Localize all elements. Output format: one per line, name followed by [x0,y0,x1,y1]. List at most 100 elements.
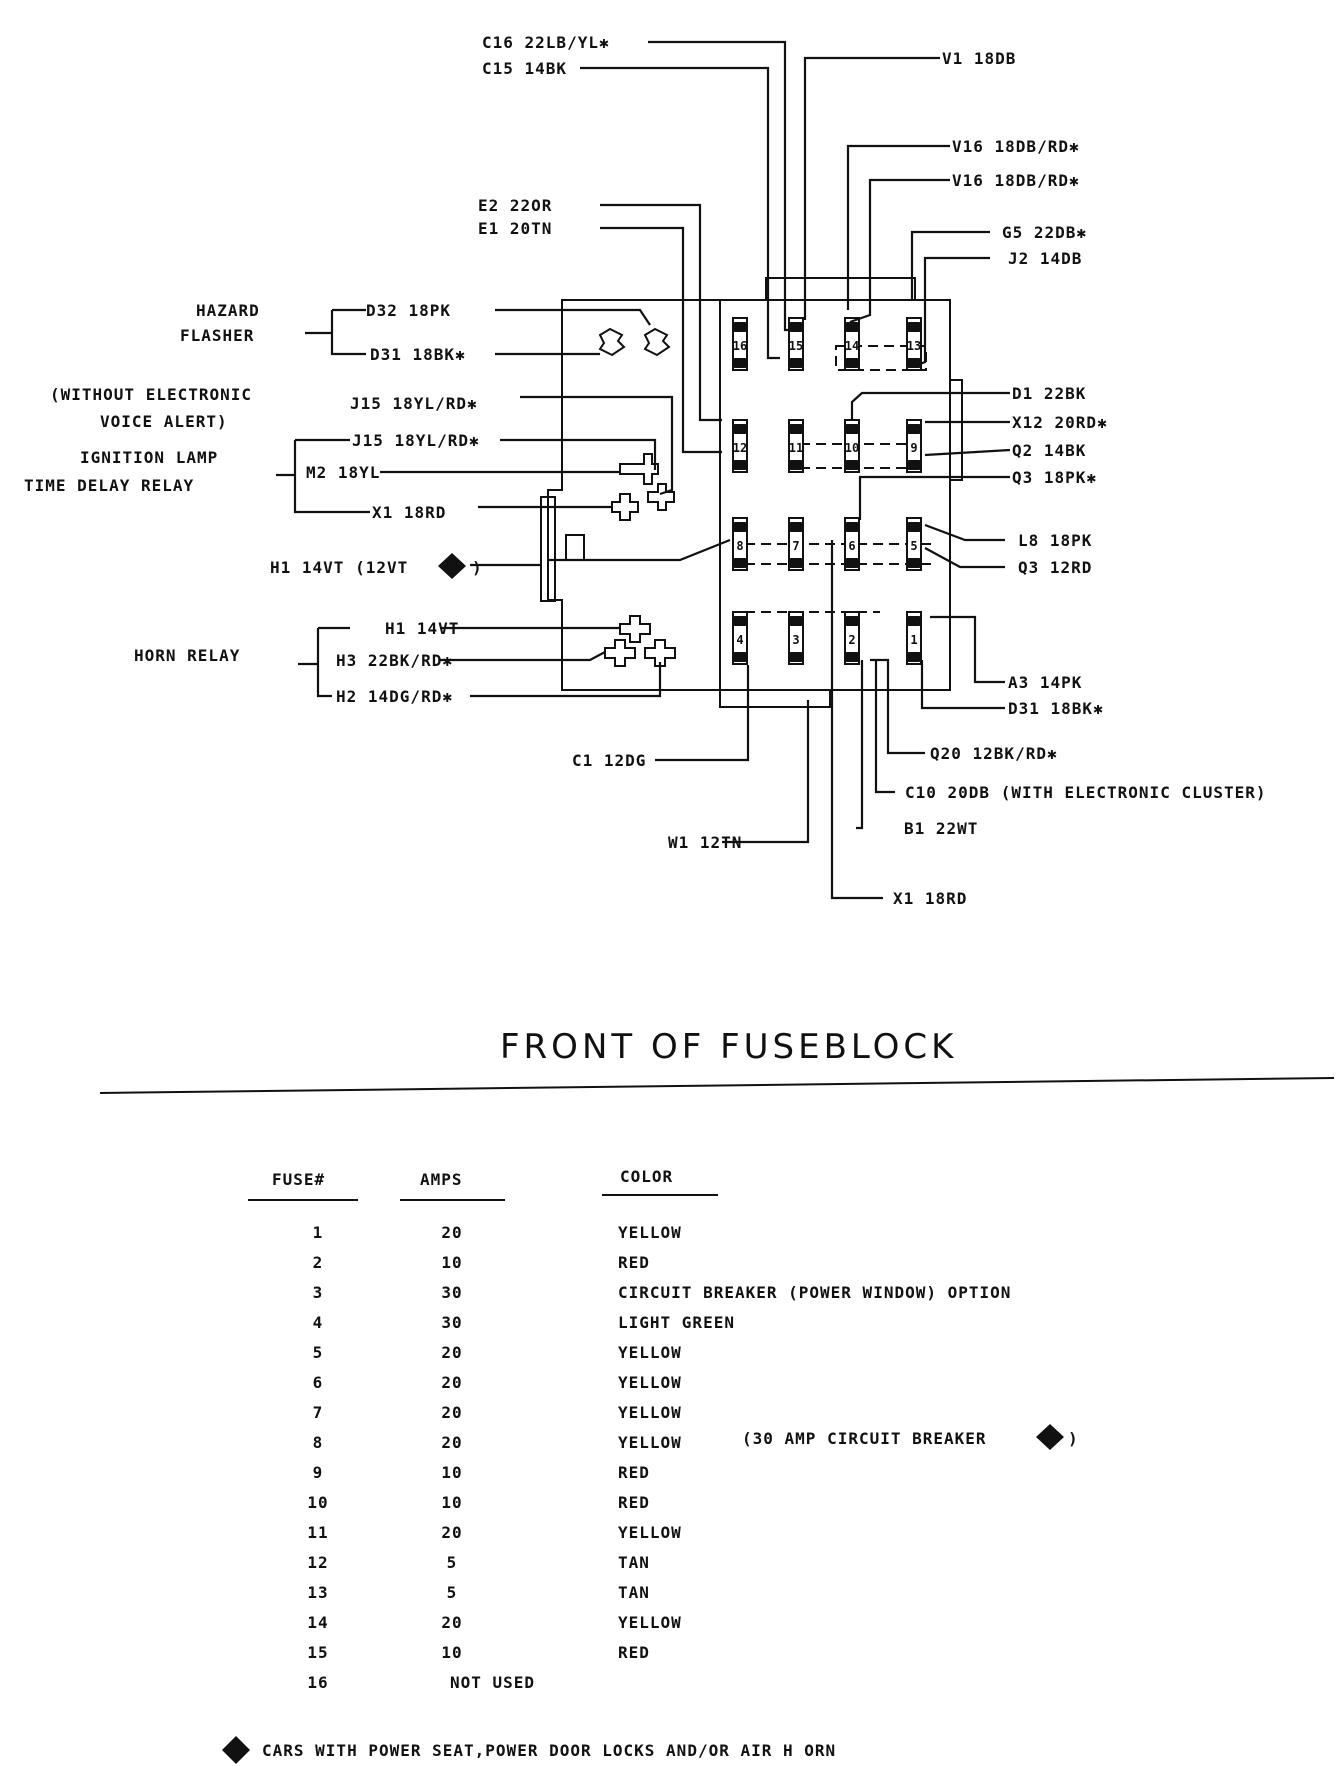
fuse-number: 2 [848,633,855,647]
fuse-terminal [844,558,860,568]
fuse-12: 12 [732,419,748,473]
fuse-terminal [732,522,748,532]
diamond-icon [222,1736,250,1764]
fuse-terminal [844,522,860,532]
cell-amps: 30 [441,1313,462,1332]
fuse-5: 5 [906,517,922,571]
fuse-number: 16 [733,339,747,353]
wire-label-l8: L8 18PK [1018,531,1092,550]
cell-fuse: 7 [313,1403,324,1422]
wire-label-j2: J2 14DB [1008,249,1082,268]
wire-label-c16: C16 22LB/YL✱ [482,33,610,52]
fuse-8: 8 [732,517,748,571]
cell-color: RED [618,1643,650,1662]
cell-fuse: 11 [307,1523,328,1542]
wire-label-q20: Q20 12BK/RD✱ [930,744,1058,763]
cell-color: YELLOW [618,1373,682,1392]
cell-fuse: 1 [313,1223,324,1242]
fuse-terminal [732,322,748,332]
wire-label-a3: A3 14PK [1008,673,1082,692]
fuse-terminal [906,460,922,470]
fuse-number: 11 [789,441,803,455]
cell-amps: NOT USED [450,1673,535,1692]
fuse-15: 15 [788,317,804,371]
cell-amps: 30 [441,1283,462,1302]
fuse-9: 9 [906,419,922,473]
cell-fuse: 13 [307,1583,328,1602]
fuse-terminal [788,558,804,568]
fuse-number: 12 [733,441,747,455]
fuse-terminal [732,652,748,662]
cell-fuse: 16 [307,1673,328,1692]
fuse-7: 7 [788,517,804,571]
jumper [800,443,926,469]
wire-label-q3rd: Q3 12RD [1018,558,1092,577]
fuse-number: 6 [848,539,855,553]
fuse-13: 13 [906,317,922,371]
wire-label-d31b: D31 18BK✱ [1008,699,1104,718]
fuse-terminal [906,652,922,662]
fuse-terminal [844,322,860,332]
cell-amps: 10 [441,1463,462,1482]
group-labels: HAZARD FLASHER (WITHOUT ELECTRONIC VOICE… [24,301,260,665]
wire-label-g5: G5 22DB✱ [1002,223,1087,242]
fuse-number: 3 [792,633,799,647]
wire-label-x1a: X1 18RD [372,503,446,522]
fuse-6: 6 [844,517,860,571]
group-label-time-delay: TIME DELAY RELAY [24,476,194,495]
group-label-hazard: HAZARD [196,301,260,320]
jumper [835,345,927,371]
wire-label-v16a: V16 18DB/RD✱ [952,137,1080,156]
fuse-terminal [732,558,748,568]
cell-fuse: 4 [313,1313,324,1332]
cell-color: YELLOW [618,1343,682,1362]
cell-color: TAN [618,1553,650,1572]
cell-fuse: 2 [313,1253,324,1272]
group-label-voice-alert: VOICE ALERT) [100,412,228,431]
fuse-terminal [906,424,922,434]
wire-label-x12: X12 20RD✱ [1012,413,1108,432]
note-30-amp-end: ) [1068,1429,1079,1448]
cell-amps: 5 [447,1583,458,1602]
table-row: 9 10 RED [313,1463,650,1482]
cell-color: YELLOW [618,1523,682,1542]
note-30-amp: (30 AMP CIRCUIT BREAKER [742,1429,987,1448]
wire-label-j15b: J15 18YL/RD✱ [352,431,480,450]
fuse-number: 8 [736,539,743,553]
cell-color: YELLOW [618,1613,682,1632]
fuse-terminal [906,616,922,626]
fuse-terminal [844,652,860,662]
fuse-terminal [844,616,860,626]
table-row: 14 20 YELLOW [307,1613,682,1632]
cell-fuse: 14 [307,1613,328,1632]
cell-color: TAN [618,1583,650,1602]
fuse-number: 4 [736,633,743,647]
fuse-terminal [788,460,804,470]
cell-color: RED [618,1463,650,1482]
cell-amps: 5 [447,1553,458,1572]
fuse-terminal [732,424,748,434]
wire-label-c1: C1 12DG [572,751,646,770]
side-tab-inner [565,534,585,561]
wire-label-v1: V1 18DB [942,49,1016,68]
wire-label-h1a: H1 14VT (12VT [270,558,408,577]
wire-label-c15: C15 14BK [482,59,567,78]
fuse-terminal [906,558,922,568]
fuse-number: 13 [907,339,921,353]
fuse-terminal [732,358,748,368]
wire-label-b1: B1 22WT [904,819,978,838]
fuse-panel-bottom-tab [719,690,831,708]
cell-amps: 20 [441,1613,462,1632]
cell-fuse: 15 [307,1643,328,1662]
group-label-ignition: IGNITION LAMP [80,448,218,467]
cell-fuse: 9 [313,1463,324,1482]
diamond-icon [1036,1424,1064,1450]
cell-fuse: 5 [313,1343,324,1362]
fuse-10: 10 [844,419,860,473]
